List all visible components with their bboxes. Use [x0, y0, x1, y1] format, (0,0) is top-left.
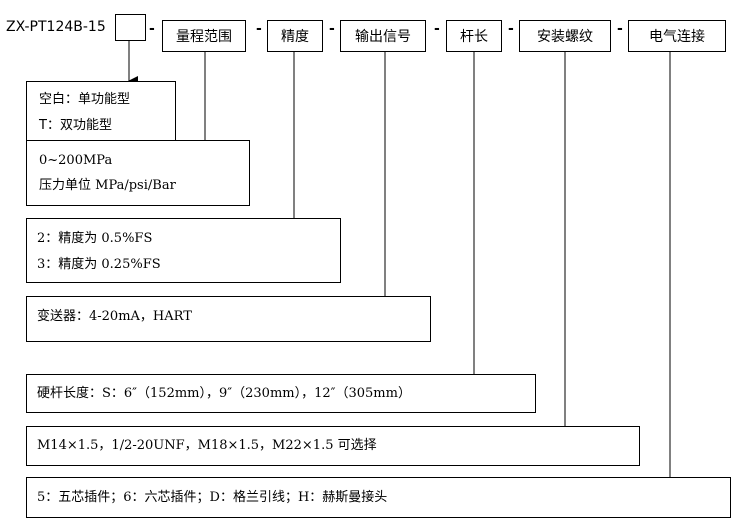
output-options-box: 变送器：4-20mA，HART	[26, 296, 431, 342]
range-options-box: 0~200MPa 压力单位 MPa/psi/Bar	[26, 140, 250, 206]
electrical-option: 5：五芯插件；6：六芯插件；D：格兰引线；H：赫斯曼接头	[37, 490, 388, 505]
separator-3: -	[329, 21, 335, 37]
model-code: ZX-PT124B-15	[6, 19, 106, 35]
header-accuracy: 精度	[267, 20, 323, 52]
accuracy-option-3: 3：精度为 0.25%FS	[37, 257, 161, 272]
header-output: 输出信号	[340, 20, 426, 52]
header-range: 量程范围	[162, 20, 246, 52]
thread-option: M14×1.5，1/2-20UNF，M18×1.5，M22×1.5 可选择	[37, 438, 377, 453]
header-electrical: 电气连接	[628, 20, 726, 52]
separator-4: -	[434, 21, 440, 37]
function-options-box: 空白：单功能型 T：双功能型	[26, 81, 176, 141]
accuracy-options-box: 2：精度为 0.5%FS 3：精度为 0.25%FS	[26, 218, 341, 283]
thread-options-box: M14×1.5，1/2-20UNF，M18×1.5，M22×1.5 可选择	[26, 426, 640, 466]
range-option-units: 压力单位 MPa/psi/Bar	[39, 178, 176, 193]
separator-5: -	[508, 21, 514, 37]
rod-options-box: 硬杆长度：S：6″（152mm），9″（230mm），12″（305mm）	[26, 374, 536, 413]
function-option-single: 空白：单功能型	[39, 92, 131, 107]
separator-6: -	[617, 21, 623, 37]
header-rod: 杆长	[446, 20, 502, 52]
function-code-box	[115, 14, 146, 41]
function-option-dual: T：双功能型	[39, 118, 112, 133]
accuracy-option-2: 2：精度为 0.5%FS	[37, 231, 153, 246]
header-thread: 安装螺纹	[519, 20, 611, 52]
range-option-value: 0~200MPa	[39, 153, 113, 168]
electrical-options-box: 5：五芯插件；6：六芯插件；D：格兰引线；H：赫斯曼接头	[26, 477, 731, 518]
rod-option: 硬杆长度：S：6″（152mm），9″（230mm），12″（305mm）	[37, 386, 411, 401]
output-option: 变送器：4-20mA，HART	[37, 309, 192, 324]
separator-1: -	[149, 21, 155, 37]
separator-2: -	[256, 21, 262, 37]
